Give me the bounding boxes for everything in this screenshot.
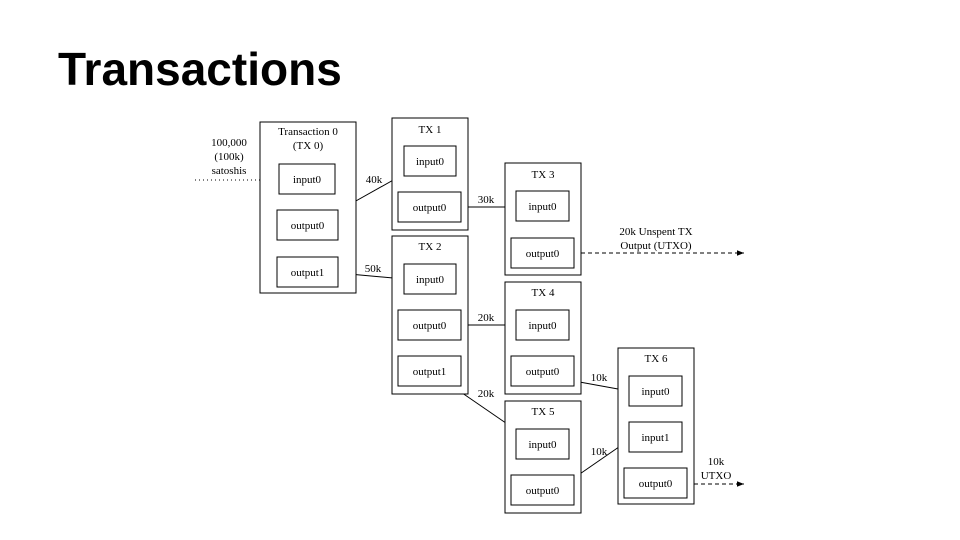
port-tx4-input0: input0 — [515, 309, 570, 341]
port-box — [515, 428, 570, 460]
edge-amount-label: 20k — [478, 312, 495, 324]
port-label: input1 — [641, 432, 669, 444]
port-box — [403, 145, 457, 177]
port-label: input0 — [528, 439, 557, 451]
port-box — [515, 190, 570, 222]
port-box — [276, 256, 339, 288]
port-label: input0 — [641, 386, 670, 398]
port-tx0-input0: input0 — [278, 163, 336, 195]
port-label: output0 — [526, 366, 560, 378]
transaction-title: (TX 0) — [293, 140, 324, 152]
port-tx2-output1: output1 — [397, 355, 462, 387]
transaction-title: TX 6 — [645, 353, 668, 365]
utxo-label: 20k Unspent TX — [619, 226, 692, 238]
edge-amount-label: 10k — [591, 372, 608, 384]
port-box — [510, 237, 575, 269]
edge-amount-label: 30k — [478, 194, 495, 206]
edge-amount-label: 40k — [366, 174, 383, 186]
transaction-title: TX 2 — [419, 241, 442, 253]
port-label: input0 — [528, 201, 557, 213]
port-tx3-input0: input0 — [515, 190, 570, 222]
source-amount-label: (100k) — [214, 151, 244, 163]
port-tx6-input0: input0 — [628, 375, 683, 407]
transaction-tx2: TX 2 input0 output0 output1 — [391, 235, 469, 395]
port-tx2-output0: output0 — [397, 309, 462, 341]
port-tx1-input0: input0 — [403, 145, 457, 177]
utxo-label: Output (UTXO) — [620, 240, 692, 252]
page-title: Transactions — [58, 43, 342, 95]
port-tx5-input0: input0 — [515, 428, 570, 460]
port-label: output0 — [639, 478, 673, 490]
transaction-tx6: TX 6 input0 input1 output0 — [617, 347, 695, 505]
port-tx0-output0: output0 — [276, 209, 339, 241]
port-label: input0 — [293, 174, 322, 186]
port-tx4-output0: output0 — [510, 355, 575, 387]
port-box — [403, 263, 457, 295]
port-box — [515, 309, 570, 341]
port-tx1-output0: output0 — [397, 191, 462, 223]
port-tx6-output0: output0 — [623, 467, 688, 499]
port-box — [628, 421, 683, 453]
transaction-title: TX 4 — [532, 287, 555, 299]
port-tx0-output1: output1 — [276, 256, 339, 288]
port-label: output0 — [413, 202, 447, 214]
transaction-tx4: TX 4 input0 output0 — [504, 281, 582, 395]
transaction-title: TX 5 — [532, 406, 555, 418]
port-label: output1 — [413, 366, 447, 378]
port-tx5-output0: output0 — [510, 474, 575, 506]
port-box — [397, 355, 462, 387]
port-label: output0 — [291, 220, 325, 232]
port-tx6-input1: input1 — [628, 421, 683, 453]
utxo-label: UTXO — [701, 470, 732, 482]
source-amount-label: satoshis — [212, 165, 247, 177]
port-label: output0 — [526, 248, 560, 260]
transaction-title: TX 1 — [419, 124, 442, 136]
transaction-tx3: TX 3 input0 output0 — [504, 162, 582, 276]
port-box — [397, 191, 462, 223]
source-amount-label: 100,000 — [211, 137, 247, 149]
utxo-label: 10k — [708, 456, 725, 468]
port-box — [510, 355, 575, 387]
port-label: output0 — [526, 485, 560, 497]
port-label: input0 — [416, 156, 445, 168]
port-tx2-input0: input0 — [403, 263, 457, 295]
port-label: output0 — [413, 320, 447, 332]
transaction-title: TX 3 — [532, 169, 555, 181]
transaction-tx1: TX 1 input0 output0 — [391, 117, 469, 231]
port-label: input0 — [416, 274, 445, 286]
edge-amount-label: 20k — [478, 388, 495, 400]
port-box — [623, 467, 688, 499]
transaction-title: Transaction 0 — [278, 126, 338, 138]
port-box — [278, 163, 336, 195]
port-box — [397, 309, 462, 341]
transaction-tx0: Transaction 0 (TX 0) input0 output0 output1 — [259, 121, 357, 294]
transaction-tx5: TX 5 input0 output0 — [504, 400, 582, 514]
edge-amount-label: 50k — [365, 263, 382, 275]
port-box — [628, 375, 683, 407]
edge-amount-label: 10k — [591, 446, 608, 458]
port-box — [510, 474, 575, 506]
port-label: output1 — [291, 267, 325, 279]
port-tx3-output0: output0 — [510, 237, 575, 269]
port-box — [276, 209, 339, 241]
port-label: input0 — [528, 320, 557, 332]
